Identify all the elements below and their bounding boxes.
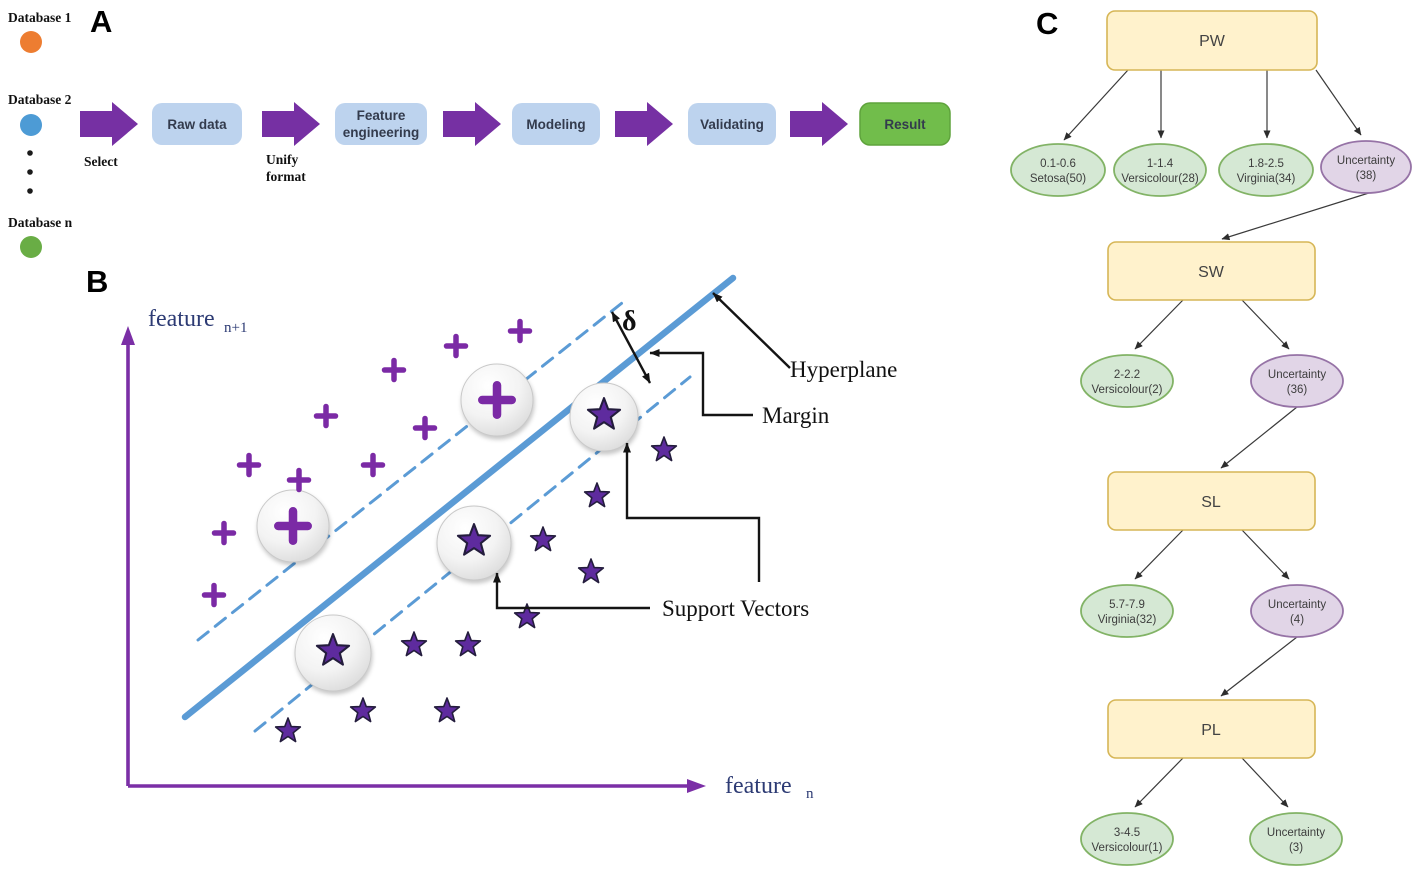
- tree-leaf-versicolour-1: [1080, 812, 1174, 866]
- flow-step-feature-engineering-line1: Feature: [357, 108, 406, 123]
- tree-edges: [1063, 69, 1373, 808]
- tree-leaf-versicolour-28-line1: 1-1.4: [1147, 158, 1174, 170]
- tree-leaf-versicolour-1-line2: Versicolour(1): [1092, 842, 1163, 854]
- tree-edge: [1134, 757, 1184, 808]
- tree-leaf-setosa-line1: 0.1-0.6: [1040, 158, 1076, 170]
- tree-leaf-uncertainty-36-line2: (36): [1287, 384, 1308, 396]
- database-1-icon: [20, 31, 42, 53]
- y-axis-arrowhead-icon: [121, 326, 135, 345]
- database-n-icon: [20, 236, 42, 258]
- tree-leaf-uncertainty-38-line1: Uncertainty: [1337, 155, 1395, 167]
- tree-edge: [1315, 69, 1362, 136]
- delta-double-arrow: [610, 311, 652, 384]
- tree-node-pw: [1106, 10, 1318, 71]
- panel-c-letter: C: [1036, 6, 1058, 41]
- tree-leaf-uncertainty-3: [1249, 812, 1343, 866]
- x-axis-label: feature: [725, 773, 792, 799]
- tree-leaf-setosa-line2: Setosa(50): [1030, 173, 1086, 185]
- tree-edge: [1134, 529, 1184, 580]
- database-2-label: Database 2: [8, 92, 72, 107]
- tree-leaf-uncertainty-3-line2: (3): [1289, 842, 1303, 854]
- tree-edge: [1220, 406, 1298, 469]
- tree-node-pl-label: PL: [1201, 722, 1221, 739]
- tree-leaf-virginia-34-line1: 1.8-2.5: [1248, 158, 1284, 170]
- margin-line-upper: [196, 301, 624, 642]
- tree-leaf-virginia-34: [1218, 143, 1314, 197]
- tree-edge: [1063, 69, 1129, 141]
- tree-leaf-versicolour-2: [1080, 354, 1174, 408]
- flow-arrow-select: [80, 102, 138, 146]
- margin-pointer-line: [649, 349, 753, 417]
- tree-node-sw: [1107, 241, 1316, 301]
- panel-a: A Database 1 Database 2 Database n Selec…: [8, 4, 951, 258]
- x-axis-label-subscript: n: [806, 786, 814, 802]
- tree-node-pw-label: PW: [1199, 33, 1226, 50]
- select-label: Select: [84, 154, 118, 169]
- tree-leaf-uncertainty-36: [1250, 354, 1344, 408]
- flow-arrow-3: [443, 102, 501, 146]
- flow-arrow-5: [790, 102, 848, 146]
- tree-edge: [1134, 299, 1184, 350]
- tree-leaf-versicolour-28-line2: Versicolour(28): [1121, 173, 1199, 185]
- flow-step-modeling-label: Modeling: [526, 117, 585, 132]
- tree-leaf-versicolour-2-line2: Versicolour(2): [1092, 384, 1163, 396]
- y-axis-label-subscript: n+1: [224, 320, 247, 336]
- x-axis-arrowhead-icon: [687, 779, 706, 793]
- tree-node-sl: [1107, 471, 1316, 531]
- tree-leaf-virginia-32-line1: 5.7-7.9: [1109, 599, 1145, 611]
- ellipsis-dots: [27, 150, 33, 194]
- support-vector-pointer-2: [493, 572, 650, 610]
- flow-step-result-label: Result: [884, 117, 926, 132]
- flow-step-feature-engineering-line2: engineering: [343, 125, 420, 140]
- flow-arrow-unify: [262, 102, 320, 146]
- flow-step-result: [859, 102, 951, 146]
- tree-node-pl: [1107, 699, 1316, 759]
- flow-step-modeling: [512, 103, 600, 145]
- tree-leaf-uncertainty-36-line1: Uncertainty: [1268, 369, 1326, 381]
- margin-label: Margin: [762, 403, 830, 428]
- unify-label-line1: Unify: [266, 152, 299, 167]
- tree-leaf-uncertainty-38: [1320, 140, 1412, 194]
- support-vectors-label: Support Vectors: [662, 596, 809, 621]
- tree-node-sl-label: SL: [1201, 494, 1221, 511]
- delta-label: δ: [622, 306, 637, 337]
- database-2-icon: [20, 114, 42, 136]
- hyperplane-pointer-arrow: [712, 292, 791, 369]
- tree-leaf-uncertainty-4-line1: Uncertainty: [1268, 599, 1326, 611]
- tree-leaf-setosa: [1010, 143, 1106, 197]
- flow-step-raw-data-label: Raw data: [167, 117, 227, 132]
- tree-leaf-uncertainty-3-line1: Uncertainty: [1267, 827, 1325, 839]
- tree-leaf-versicolour-2-line1: 2-2.2: [1114, 369, 1140, 381]
- tree-edge: [1241, 757, 1289, 808]
- tree-leaf-uncertainty-4-line2: (4): [1290, 614, 1304, 626]
- flow-step-validating-label: Validating: [700, 117, 764, 132]
- support-vector-pointer-1: [623, 442, 761, 582]
- tree-edge: [1241, 299, 1290, 350]
- tree-leaf-virginia-32: [1080, 584, 1174, 638]
- tree-node-sw-label: SW: [1198, 264, 1225, 281]
- tree-leaf-virginia-32-line2: Virginia(32): [1098, 614, 1157, 626]
- tree-edge: [1220, 636, 1298, 697]
- flow-step-validating: [688, 103, 776, 145]
- tree-leaf-uncertainty-38-line2: (38): [1356, 170, 1377, 182]
- tree-leaf-versicolour-1-line1: 3-4.5: [1114, 827, 1140, 839]
- tree-leaf-virginia-34-line2: Virginia(34): [1237, 173, 1296, 185]
- flow-arrow-4: [615, 102, 673, 146]
- hyperplane-label: Hyperplane: [790, 357, 897, 382]
- tree-edge: [1221, 191, 1373, 241]
- unify-label-line2: format: [266, 169, 306, 184]
- panel-a-letter: A: [90, 4, 112, 39]
- panel-b: B feature n+1 feature n: [86, 264, 897, 802]
- panel-c: C PW SW SL PL 0.1-0.6 Setosa(: [1010, 6, 1412, 866]
- tree-leaf-uncertainty-4: [1250, 584, 1344, 638]
- tree-edge: [1241, 529, 1290, 580]
- database-n-label: Database n: [8, 215, 73, 230]
- y-axis-label: feature: [148, 306, 215, 332]
- panel-b-letter: B: [86, 264, 108, 299]
- flow-step-feature-engineering: [335, 103, 427, 145]
- database-1-label: Database 1: [8, 10, 72, 25]
- flow-step-raw-data: [152, 103, 242, 145]
- tree-leaf-versicolour-28: [1113, 143, 1207, 197]
